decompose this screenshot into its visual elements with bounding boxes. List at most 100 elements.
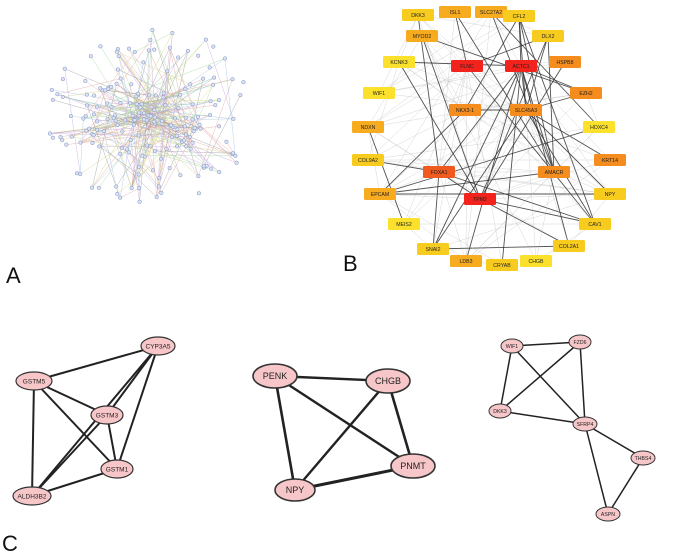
panel-b-edge	[520, 65, 611, 195]
panel-a-node	[176, 105, 181, 110]
panel-b-edge	[378, 92, 527, 111]
panel-a-node	[185, 48, 190, 53]
panel-a-node	[137, 186, 142, 191]
panel-a-node	[196, 53, 201, 58]
panel-a-edge	[122, 84, 132, 132]
panel-b-edge	[432, 193, 611, 250]
panel-a-edge	[57, 78, 121, 95]
panel-a-node	[183, 132, 189, 137]
panel-b-node-box	[451, 60, 483, 72]
panel-a-edge	[169, 47, 200, 125]
panel-c-node-label: GSTM1	[106, 466, 129, 473]
panel-a-node	[234, 160, 239, 165]
panel-c-edge	[499, 410, 586, 425]
panel-b-node-label: CRYAB	[493, 263, 511, 269]
panel-b-node-box	[532, 30, 564, 42]
panel-a-node	[118, 76, 123, 81]
panel-a-node	[174, 133, 179, 138]
panel-a-node	[123, 118, 128, 123]
panel-b-node: CAV1	[579, 218, 611, 230]
panel-b-node: TPM2	[464, 193, 496, 205]
panel-b-node-box	[583, 121, 615, 133]
panel-a-edge	[192, 118, 234, 120]
panel-a-node	[83, 78, 88, 83]
panel-a-node	[148, 37, 153, 43]
panel-a-node	[159, 118, 165, 124]
panel-b-node-box	[594, 188, 626, 200]
panel-b-edge	[479, 65, 522, 200]
panel-b-node-label: LDB3	[460, 259, 473, 265]
panel-a-edge	[131, 120, 149, 189]
panel-a-node	[175, 127, 180, 132]
panel-a-node	[105, 116, 110, 122]
panel-a-edge	[116, 51, 191, 85]
panel-a-edge	[205, 39, 234, 119]
panel-a-edge	[138, 99, 220, 111]
panel-a-edge	[155, 150, 233, 154]
panel-a-edge	[158, 50, 189, 179]
panel-c-node-label: GSTM5	[23, 378, 46, 385]
panel-a-node	[136, 110, 142, 115]
panel-a-node	[126, 46, 132, 51]
panel-c-node: THBS4	[630, 450, 656, 466]
panel-b-edge	[379, 109, 527, 195]
panel-a-node	[224, 139, 229, 144]
panel-a-edge	[146, 50, 150, 109]
panel-b-node-box	[364, 188, 396, 200]
panel-a-edge	[93, 134, 220, 173]
panel-c-node-ellipse	[140, 336, 176, 356]
panel-a-node	[197, 122, 202, 127]
panel-a-node	[49, 87, 54, 93]
panel-a-edge	[145, 29, 153, 124]
panel-a-node	[169, 135, 175, 140]
panel-a-node	[55, 92, 60, 97]
panel-c-edge	[31, 414, 108, 497]
panel-a-node	[137, 199, 142, 204]
panel-b-node-label: ACTC1	[512, 64, 529, 70]
panel-a-node	[222, 56, 228, 61]
panel-a-node	[142, 111, 147, 116]
panel-b-node: FLNC	[451, 60, 483, 72]
panel-a-node	[135, 91, 141, 96]
panel-c-edge	[607, 457, 644, 515]
panel-a-node	[98, 44, 103, 49]
panel-b-edge	[367, 61, 400, 161]
panel-a-ppi-network	[47, 27, 246, 204]
panel-a-node	[161, 91, 166, 96]
panel-a-node	[156, 184, 161, 189]
panel-b-node: HOXC4	[583, 121, 615, 133]
panel-a-node	[150, 27, 155, 33]
panel-a-node	[119, 145, 125, 150]
panel-b-node-label: DKK3	[411, 13, 425, 19]
panel-a-edge	[80, 128, 154, 143]
panel-a-edge	[132, 120, 140, 189]
panel-a-edge	[166, 148, 207, 167]
panel-b-edge	[367, 126, 405, 225]
panel-b-node-box	[475, 6, 507, 18]
panel-b-edge	[520, 65, 611, 161]
panel-b-node: SLC27A2	[475, 6, 507, 18]
panel-a-edge	[115, 123, 159, 187]
panel-b-node: MEIS2	[388, 218, 420, 230]
panel-a-node	[173, 116, 178, 121]
panel-b-node-box	[352, 154, 384, 166]
panel-b-edge	[454, 11, 468, 67]
panel-b-node-box	[439, 6, 471, 18]
panel-c-node-label: THBS4	[635, 456, 652, 462]
panel-b-edge	[520, 65, 570, 247]
panel-b-node: ACTC1	[505, 60, 537, 72]
panel-b-edge	[403, 65, 522, 225]
panel-a-node	[96, 185, 101, 190]
panel-b-edge	[479, 198, 570, 247]
panel-a-node	[94, 104, 99, 109]
panel-a-node	[104, 101, 110, 106]
panel-c-node-label: CYP3A5	[146, 343, 171, 350]
panel-b-edge	[479, 198, 596, 225]
panel-a-edge	[100, 46, 137, 104]
panel-a-node	[118, 195, 123, 200]
panel-a-node	[161, 95, 166, 100]
panel-b-node-box	[423, 166, 455, 178]
panel-a-node	[230, 77, 235, 82]
